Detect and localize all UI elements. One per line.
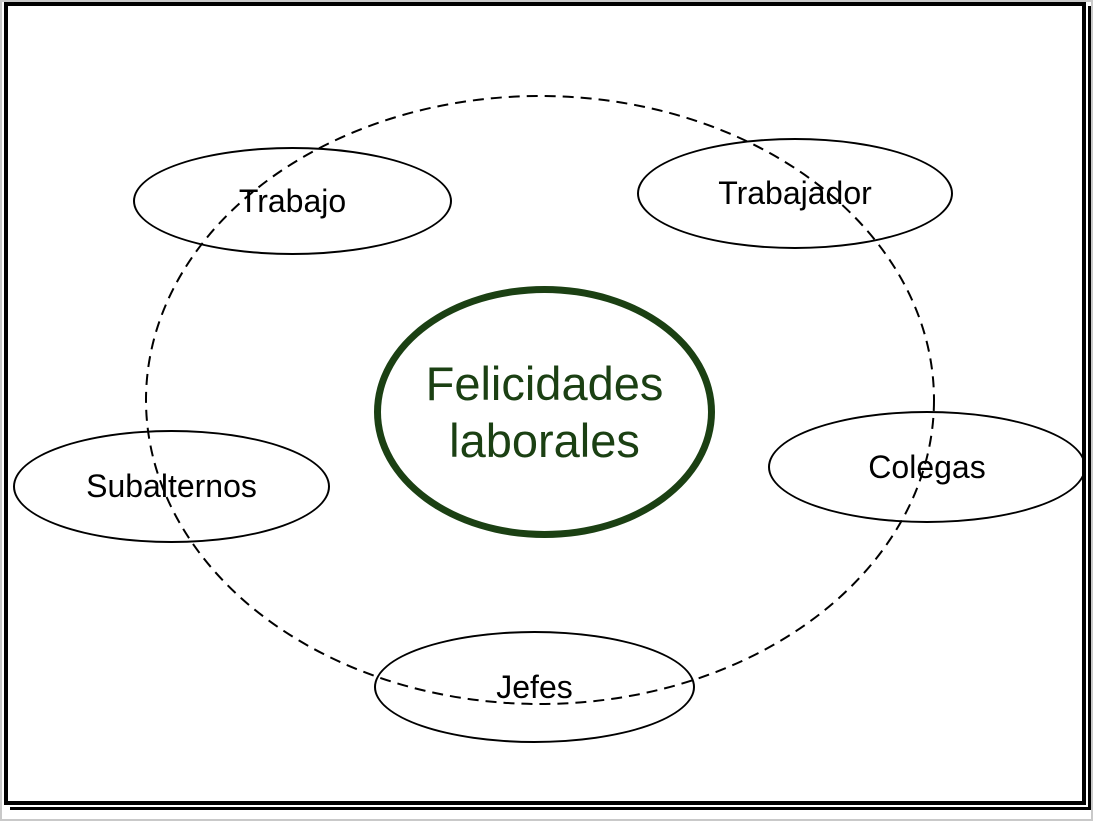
node-center-felicidades-laborales[interactable]: Felicidades laborales bbox=[374, 286, 715, 538]
node-colegas[interactable]: Colegas bbox=[768, 411, 1086, 523]
node-trabajo-label: Trabajo bbox=[238, 182, 347, 219]
node-colegas-label: Colegas bbox=[868, 448, 986, 485]
center-node-label: Felicidades laborales bbox=[425, 356, 664, 467]
node-jefes[interactable]: Jefes bbox=[374, 631, 695, 743]
slide-border-frame bbox=[4, 2, 1091, 810]
node-subalternos[interactable]: Subalternos bbox=[13, 430, 330, 543]
node-trabajo[interactable]: Trabajo bbox=[133, 147, 452, 255]
node-trabajador-label: Trabajador bbox=[718, 175, 872, 211]
node-jefes-label: Jefes bbox=[496, 668, 573, 705]
node-subalternos-label: Subalternos bbox=[86, 468, 257, 504]
node-trabajador[interactable]: Trabajador bbox=[637, 138, 953, 249]
